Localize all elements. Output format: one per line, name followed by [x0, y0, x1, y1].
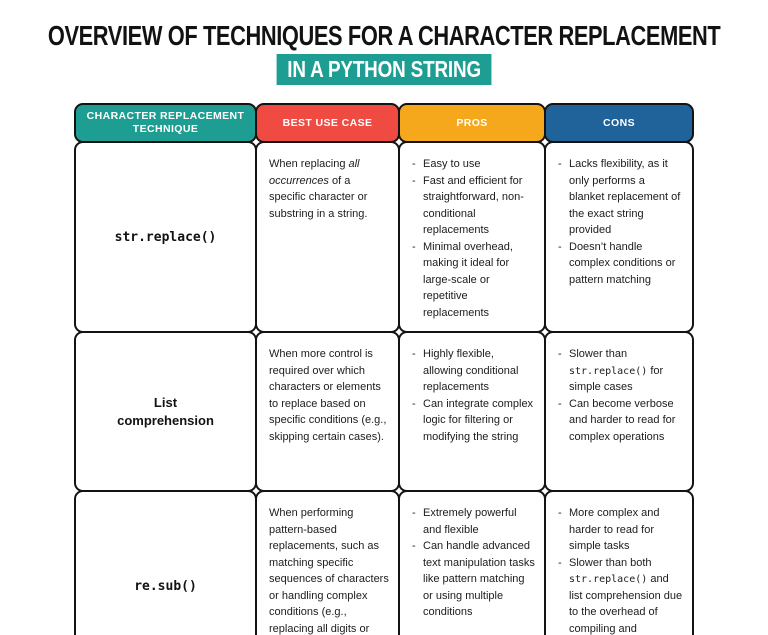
- technique-name: re.sub(): [134, 578, 197, 594]
- best-use-case-text: When performing pattern-based replacemen…: [269, 505, 389, 635]
- text-segment: and list comprehension due to the overhe…: [569, 573, 683, 635]
- cons-cell: Lacks flexibility, as it only performs a…: [544, 141, 694, 334]
- technique-name: List comprehension: [117, 395, 214, 428]
- cons-item: Slower than both str.replace() and list …: [558, 555, 683, 635]
- text-segment: Minimal overhead, making it ideal for la…: [423, 240, 513, 319]
- column-header-technique: CHARACTER REPLACEMENT TECHNIQUE: [74, 103, 257, 144]
- technique-cell: str.replace(): [74, 141, 257, 334]
- text-segment: for simple cases: [569, 364, 664, 394]
- pros-item: Can integrate complex logic for filterin…: [412, 396, 535, 446]
- text-segment: More complex and harder to read for simp…: [569, 507, 660, 553]
- column-header-best-use-case: BEST USE CASE: [255, 103, 400, 144]
- subtitle-wrap: IN A PYTHON STRING: [0, 54, 768, 86]
- pros-item: Extremely powerful and flexible: [412, 505, 535, 538]
- best-use-case-cell: When replacing all occurrences of a spec…: [255, 141, 400, 334]
- pros-item: Easy to use: [412, 156, 535, 173]
- cons-item: Doesn’t handle complex conditions or pat…: [558, 239, 683, 289]
- page-subtitle-highlight: IN A PYTHON STRING: [276, 54, 492, 86]
- cons-item: Can become verbose and harder to read fo…: [558, 396, 683, 446]
- text-segment: Doesn’t handle complex conditions or pat…: [569, 240, 676, 286]
- text-segment: Extremely powerful and flexible: [423, 507, 517, 536]
- text-segment: Can handle advanced text manipulation ta…: [423, 540, 535, 619]
- text-segment: Lacks flexibility, as it only performs a…: [569, 158, 681, 237]
- comparison-table: CHARACTER REPLACEMENT TECHNIQUE BEST USE…: [74, 103, 694, 635]
- title-wrap: OVERVIEW OF TECHNIQUES FOR A CHARACTER R…: [0, 20, 768, 51]
- table-row: List comprehension When more control is r…: [74, 331, 694, 493]
- pros-cell: Easy to useFast and efficient for straig…: [398, 141, 546, 334]
- cons-cell: Slower than str.replace() for simple cas…: [544, 331, 694, 493]
- best-use-case-cell: When more control is required over which…: [255, 331, 400, 493]
- text-segment: Can integrate complex logic for filterin…: [423, 397, 534, 443]
- table-row: str.replace() When replacing all occurren…: [74, 141, 694, 334]
- column-header-label: PROS: [456, 116, 488, 129]
- text-segment: all occurrences: [269, 158, 360, 187]
- page-title: OVERVIEW OF TECHNIQUES FOR A CHARACTER R…: [47, 20, 721, 51]
- pros-item: Fast and efficient for straightforward, …: [412, 173, 535, 239]
- column-header-label: CHARACTER REPLACEMENT TECHNIQUE: [86, 109, 245, 136]
- cons-cell: More complex and harder to read for simp…: [544, 490, 694, 635]
- technique-cell: List comprehension: [74, 331, 257, 493]
- pros-item: Highly flexible, allowing conditional re…: [412, 346, 535, 396]
- text-segment: Highly flexible, allowing conditional re…: [423, 348, 519, 394]
- column-header-label: CONS: [603, 116, 635, 129]
- technique-cell: re.sub(): [74, 490, 257, 635]
- column-header-cons: CONS: [544, 103, 694, 144]
- inline-code: str.replace(): [569, 574, 648, 586]
- text-segment: When replacing: [269, 158, 349, 171]
- text-segment: When more control is required over which…: [269, 348, 387, 443]
- text-segment: Easy to use: [423, 158, 481, 171]
- pros-item: Minimal overhead, making it ideal for la…: [412, 239, 535, 322]
- text-segment: Fast and efficient for straightforward, …: [423, 174, 524, 237]
- best-use-case-text: When more control is required over which…: [269, 346, 389, 445]
- cons-item: Slower than str.replace() for simple cas…: [558, 346, 683, 396]
- text-segment: When performing pattern-based replacemen…: [269, 507, 389, 635]
- table-row: re.sub() When performing pattern-based re…: [74, 490, 694, 635]
- technique-name: str.replace(): [114, 229, 217, 245]
- text-segment: of a specific character or substring in …: [269, 174, 368, 220]
- cons-item: Lacks flexibility, as it only performs a…: [558, 156, 683, 239]
- column-header-pros: PROS: [398, 103, 546, 144]
- table-header-row: CHARACTER REPLACEMENT TECHNIQUE BEST USE…: [74, 103, 694, 144]
- text-segment: Slower than both: [569, 556, 652, 569]
- pros-cell: Highly flexible, allowing conditional re…: [398, 331, 546, 493]
- cons-item: More complex and harder to read for simp…: [558, 505, 683, 555]
- column-header-label: BEST USE CASE: [282, 116, 373, 129]
- best-use-case-cell: When performing pattern-based replacemen…: [255, 490, 400, 635]
- text-segment: Can become verbose and harder to read fo…: [569, 397, 676, 443]
- pros-item: Can handle advanced text manipulation ta…: [412, 538, 535, 621]
- pros-cell: Extremely powerful and flexibleCan handl…: [398, 490, 546, 635]
- best-use-case-text: When replacing all occurrences of a spec…: [269, 156, 389, 222]
- text-segment: Slower than: [569, 348, 628, 361]
- inline-code: str.replace(): [569, 365, 648, 377]
